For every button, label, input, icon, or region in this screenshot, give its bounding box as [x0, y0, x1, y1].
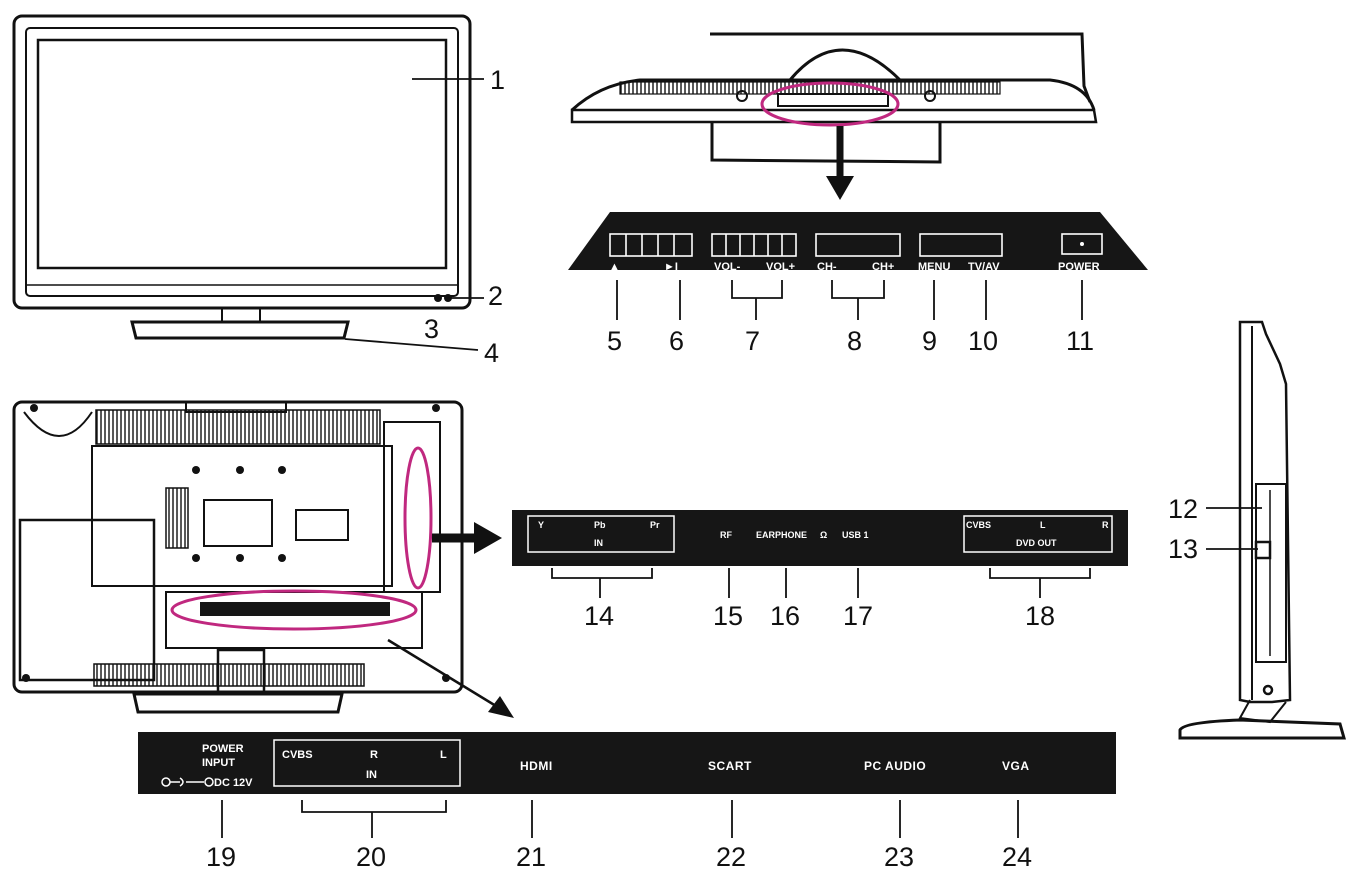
headphone-icon: Ω [820, 530, 827, 540]
callout-18: 18 [1025, 601, 1055, 631]
dvd-r-label: R [1102, 520, 1109, 530]
eject-label: ▲ [609, 261, 620, 273]
top-panel-buttons [609, 233, 1103, 257]
component-in-label: IN [594, 538, 603, 548]
cvbs-in-box [273, 739, 461, 787]
callout-7: 7 [745, 326, 760, 356]
callout-1: 1 [490, 65, 505, 95]
tv-side-view [1178, 320, 1346, 740]
hdmi-label: HDMI [520, 759, 553, 773]
side-arrow [432, 522, 502, 554]
menu-label: MENU [918, 261, 950, 273]
callout-14: 14 [584, 601, 614, 631]
bottom-arrow [387, 638, 514, 718]
tv-av-label: TV/AV [968, 261, 1000, 273]
earphone-label: EARPHONE [756, 530, 807, 540]
tv-front-view [12, 14, 472, 340]
component-in-box [527, 515, 675, 553]
bottom-l-label: L [440, 749, 447, 761]
vga-label: VGA [1002, 759, 1030, 773]
callout-11: 11 [1066, 326, 1094, 356]
side-profile-leaders [1206, 507, 1262, 550]
y-label: Y [538, 520, 544, 530]
vol-minus-label: VOL- [714, 261, 741, 273]
callout-23: 23 [884, 842, 914, 872]
callout-8: 8 [847, 326, 862, 356]
callout-5: 5 [607, 326, 622, 356]
callout-15: 15 [713, 601, 743, 631]
callout-6: 6 [669, 326, 684, 356]
bottom-cvbs-label: CVBS [282, 749, 313, 761]
bottom-ports-strip [200, 602, 390, 616]
callout-22: 22 [716, 842, 746, 872]
callout-17: 17 [843, 601, 873, 631]
bottom-port-panel [138, 732, 1116, 794]
callout-13: 13 [1168, 534, 1198, 564]
dc-12v-label: DC 12V [214, 777, 253, 789]
front-leader-lines [344, 78, 484, 351]
ch-plus-label: CH+ [872, 261, 894, 273]
dvd-out-label: DVD OUT [1016, 538, 1057, 548]
top-buttons-highlight [760, 81, 900, 127]
callout-3: 3 [424, 314, 439, 344]
bottom-panel-leaders [221, 800, 1019, 838]
power-label: POWER [1058, 261, 1100, 273]
bottom-in-label: IN [366, 769, 377, 781]
dvd-out-box [963, 515, 1113, 553]
callout-2: 2 [488, 281, 503, 311]
dvd-l-label: L [1040, 520, 1046, 530]
rf-label: RF [720, 530, 732, 540]
side-port-panel [512, 510, 1128, 566]
callout-12: 12 [1168, 494, 1198, 524]
callout-20: 20 [356, 842, 386, 872]
vol-plus-label: VOL+ [766, 261, 795, 273]
dvd-cvbs-label: CVBS [966, 520, 991, 530]
callout-9: 9 [922, 326, 937, 356]
power-input-line1: POWER [202, 743, 244, 755]
side-panel-leaders [551, 568, 1091, 598]
ch-minus-label: CH- [817, 261, 837, 273]
back-screws [22, 404, 450, 682]
power-input-line2: INPUT [202, 757, 235, 769]
pr-label: Pr [650, 520, 660, 530]
tv-back-view [12, 400, 464, 714]
callout-21: 21 [516, 842, 546, 872]
side-ports-highlight [403, 446, 433, 590]
usb-label: USB 1 [842, 530, 869, 540]
tv-top-view [570, 32, 1098, 164]
dc-polarity-icon [161, 777, 214, 787]
callout-24: 24 [1002, 842, 1032, 872]
callout-4: 4 [484, 338, 499, 368]
scart-label: SCART [708, 759, 752, 773]
bottom-r-label: R [370, 749, 378, 761]
callout-19: 19 [206, 842, 236, 872]
top-panel-leaders [616, 280, 1083, 320]
pc-audio-label: PC AUDIO [864, 759, 926, 773]
bottom-ports-highlight [170, 589, 418, 631]
play-pause-label: ►I [664, 261, 678, 273]
top-arrow [826, 126, 854, 200]
callout-16: 16 [770, 601, 800, 631]
callout-10: 10 [968, 326, 998, 356]
pb-label: Pb [594, 520, 606, 530]
